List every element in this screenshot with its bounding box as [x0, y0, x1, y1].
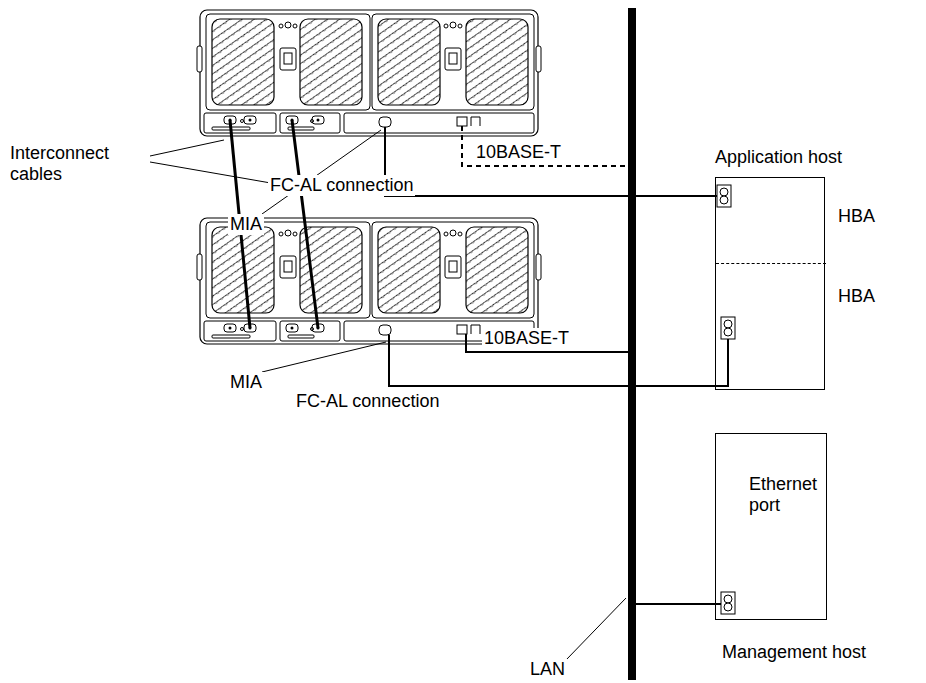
part-label: MIA [228, 372, 264, 393]
loop-card [204, 321, 276, 341]
fan [466, 19, 528, 105]
power-socket [280, 256, 296, 278]
loop-card-latch [212, 335, 250, 338]
array-handle [197, 46, 202, 72]
storage-array [197, 10, 541, 136]
led [444, 24, 448, 28]
power-socket-pin [449, 261, 457, 272]
hba-region: HBA [716, 178, 826, 263]
connector-pin [229, 327, 232, 330]
led [450, 22, 456, 28]
mia-connector [379, 325, 391, 335]
power-socket [445, 256, 461, 278]
leader-line [262, 130, 381, 214]
led [444, 232, 448, 236]
connector-pin [291, 327, 294, 330]
part-label: MIA [228, 214, 264, 235]
loop-card [280, 321, 340, 341]
led [279, 232, 283, 236]
node-label: HBA [838, 206, 875, 227]
ethernet-port [457, 325, 467, 334]
connection-label: FC-AL connection [294, 391, 441, 412]
power-socket-pin [449, 53, 457, 64]
host-port-ring [724, 595, 732, 603]
host-port-ring [724, 320, 732, 328]
fan [378, 227, 440, 313]
controller-card [344, 113, 534, 133]
array-handle [536, 46, 541, 72]
power-cooling-unit [372, 222, 534, 318]
signal-label: 10BASE-T [474, 142, 563, 163]
led [450, 230, 456, 236]
host-port-ring [724, 603, 732, 611]
connector-pin [249, 119, 252, 122]
power-socket [280, 48, 296, 70]
network-label: LAN [528, 659, 567, 680]
node-label: Ethernet port [749, 474, 821, 515]
fc-al-cable [385, 127, 717, 196]
leader-line [150, 140, 224, 156]
lan-backbone [628, 8, 636, 680]
leader-line [262, 342, 386, 372]
led [458, 232, 462, 236]
power-socket [445, 48, 461, 70]
fan [466, 227, 528, 313]
power-cooling-unit [206, 14, 370, 110]
loop-connector [312, 116, 324, 124]
port-flag [471, 117, 480, 126]
port-flag [471, 325, 480, 334]
power-socket-pin [284, 261, 292, 272]
hba-region: HBA [716, 263, 826, 390]
led [285, 22, 291, 28]
node-label: Application host [715, 147, 842, 168]
loop-led [311, 328, 314, 331]
callout-label: Interconnect cables [8, 143, 144, 184]
loop-card [280, 113, 340, 133]
led [458, 24, 462, 28]
loop-led [241, 120, 244, 123]
host-port-ring [720, 196, 728, 204]
loop-led [241, 328, 244, 331]
host-port [721, 317, 735, 339]
loop-led [311, 120, 314, 123]
loop-connector [244, 116, 256, 124]
leader-line [566, 598, 626, 660]
host-box: Application hostHBAHBA [715, 177, 825, 390]
led [279, 24, 283, 28]
interconnect-cable [292, 120, 318, 328]
loop-card [204, 113, 276, 133]
led [285, 230, 291, 236]
fan [212, 19, 274, 105]
array-chassis [200, 10, 538, 136]
host-port [721, 592, 735, 614]
loop-card-latch [288, 335, 314, 338]
power-socket-pin [284, 53, 292, 64]
ethernet-port [457, 117, 467, 126]
host-port [717, 185, 731, 207]
array-handle [536, 254, 541, 280]
host-box: Ethernet portManagement host [715, 433, 827, 620]
power-cooling-unit [206, 222, 370, 318]
signal-label: 10BASE-T [482, 328, 571, 349]
node-label: HBA [838, 286, 875, 307]
ethernet-cable [462, 126, 628, 166]
array-handle [197, 254, 202, 280]
connector-pin [317, 119, 320, 122]
ethernet-cable [636, 603, 721, 605]
power-cooling-unit [372, 14, 534, 110]
fan [378, 19, 440, 105]
loop-connector [224, 324, 236, 332]
connection-label: FC-AL connection [268, 175, 415, 196]
host-port-ring [720, 188, 728, 196]
mia-connector [379, 117, 391, 127]
loop-connector [286, 324, 298, 332]
led [293, 24, 297, 28]
node-heading: Management host [722, 642, 866, 663]
host-port-ring [724, 328, 732, 336]
led [293, 232, 297, 236]
fan [300, 19, 362, 105]
